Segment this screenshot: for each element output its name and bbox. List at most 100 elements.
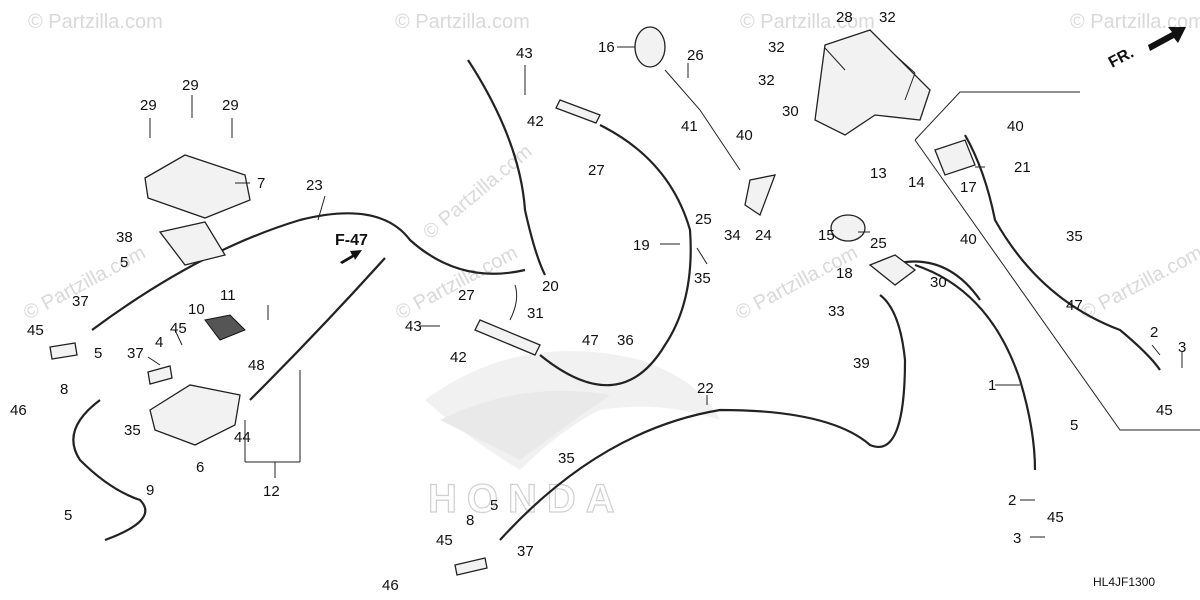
gasket-38	[158, 221, 227, 266]
callout-46: 46	[382, 577, 399, 594]
control-box-7	[144, 154, 251, 219]
callout-24: 24	[755, 227, 772, 244]
sub-assembly-frame	[914, 91, 1200, 431]
site-watermark: © Partzilla.com	[1077, 242, 1200, 325]
site-watermark: © Partzilla.com	[395, 11, 530, 33]
callout-5: 5	[94, 345, 102, 362]
site-watermark: © Partzilla.com	[1070, 11, 1200, 33]
cable-23	[91, 212, 526, 331]
cable-21	[964, 134, 1161, 371]
callout-45: 45	[1156, 402, 1173, 419]
callout-12: 12	[263, 483, 280, 500]
cable-9	[72, 399, 147, 542]
callout-47: 47	[582, 332, 599, 349]
callout-35: 35	[558, 450, 575, 467]
callout-29: 29	[140, 97, 157, 114]
page-reference: F-47	[335, 232, 368, 264]
site-watermark: © Partzilla.com	[392, 242, 521, 325]
callout-38: 38	[116, 229, 133, 246]
callout-30: 30	[782, 103, 799, 120]
callout-13: 13	[870, 165, 887, 182]
callout-1: 1	[988, 377, 996, 394]
callout-32: 32	[768, 39, 785, 56]
callout-43: 43	[516, 45, 533, 62]
callout-37: 37	[517, 543, 534, 560]
callout-2: 2	[1008, 492, 1016, 509]
callout-2: 2	[1150, 324, 1158, 341]
callout-40: 40	[736, 127, 753, 144]
callout-26: 26	[687, 47, 704, 64]
callout-40: 40	[960, 231, 977, 248]
page-reference-label: F-47	[335, 232, 368, 249]
callout-18: 18	[836, 265, 853, 282]
callout-35: 35	[694, 270, 711, 287]
callout-5: 5	[64, 507, 72, 524]
callout-32: 32	[758, 72, 775, 89]
callout-35: 35	[1066, 228, 1083, 245]
callout-42: 42	[450, 349, 467, 366]
callout-22: 22	[697, 380, 714, 397]
callout-10: 10	[188, 301, 205, 318]
front-label: FR.	[1106, 44, 1137, 71]
callout-11: 11	[220, 287, 236, 304]
callout-45: 45	[436, 532, 453, 549]
knob-16	[634, 26, 666, 68]
callout-42: 42	[527, 113, 544, 130]
callout-19: 19	[633, 237, 650, 254]
callout-31: 31	[527, 305, 544, 322]
cable-19	[539, 124, 692, 387]
parts-layer	[49, 26, 976, 576]
callout-39: 39	[853, 355, 870, 372]
callout-41: 41	[681, 118, 698, 135]
callout-14: 14	[908, 174, 925, 191]
adjuster-19	[474, 319, 541, 356]
callout-29: 29	[182, 77, 199, 94]
callout-28: 28	[836, 9, 853, 26]
callout-layer: 1 2 2 3 3 4 5 5 5 5 5 6 7 8 8 9 10 11 12…	[10, 9, 1186, 594]
callout-37: 37	[72, 293, 89, 310]
callout-37: 37	[127, 345, 144, 362]
callout-40: 40	[1007, 118, 1024, 135]
honda-brand-watermark: HONDA	[428, 477, 625, 521]
bracket-6	[149, 384, 241, 446]
callout-45: 45	[170, 320, 187, 337]
bracket-24	[744, 174, 777, 216]
callout-35: 35	[124, 422, 141, 439]
cable-top-arc	[467, 59, 546, 276]
callout-25: 25	[695, 211, 712, 228]
callout-21: 21	[1014, 159, 1031, 176]
honda-wing-logo	[425, 351, 720, 470]
spring-8-bottom	[454, 557, 488, 576]
callout-46: 46	[10, 402, 27, 419]
callout-3: 3	[1178, 339, 1186, 356]
callout-33: 33	[828, 303, 845, 320]
callout-5: 5	[1070, 417, 1078, 434]
callout-15: 15	[818, 227, 835, 244]
front-direction-arrow: FR.	[1106, 27, 1186, 72]
leader-lines	[147, 46, 1183, 538]
block-11	[204, 314, 246, 341]
callout-27: 27	[588, 162, 605, 179]
adjuster-26	[555, 99, 601, 124]
callout-20: 20	[542, 278, 559, 295]
site-watermark: © Partzilla.com	[20, 242, 149, 325]
callout-45: 45	[27, 322, 44, 339]
callout-5: 5	[120, 254, 128, 271]
callout-3: 3	[1013, 530, 1021, 547]
knob-15	[830, 214, 866, 242]
cable-layer	[72, 59, 1161, 542]
callout-34: 34	[724, 227, 741, 244]
callout-8: 8	[60, 381, 68, 398]
callout-16: 16	[598, 39, 615, 56]
callout-45: 45	[1047, 509, 1064, 526]
lever-26	[664, 69, 741, 171]
callout-17: 17	[960, 179, 977, 196]
callout-25: 25	[870, 235, 887, 252]
callout-47: 47	[1066, 297, 1083, 314]
cable-22	[499, 294, 907, 541]
callout-8: 8	[466, 512, 474, 529]
drawing-code: HL4JF1300	[1093, 575, 1155, 589]
callout-43: 43	[405, 318, 422, 335]
hook-20	[509, 284, 518, 321]
